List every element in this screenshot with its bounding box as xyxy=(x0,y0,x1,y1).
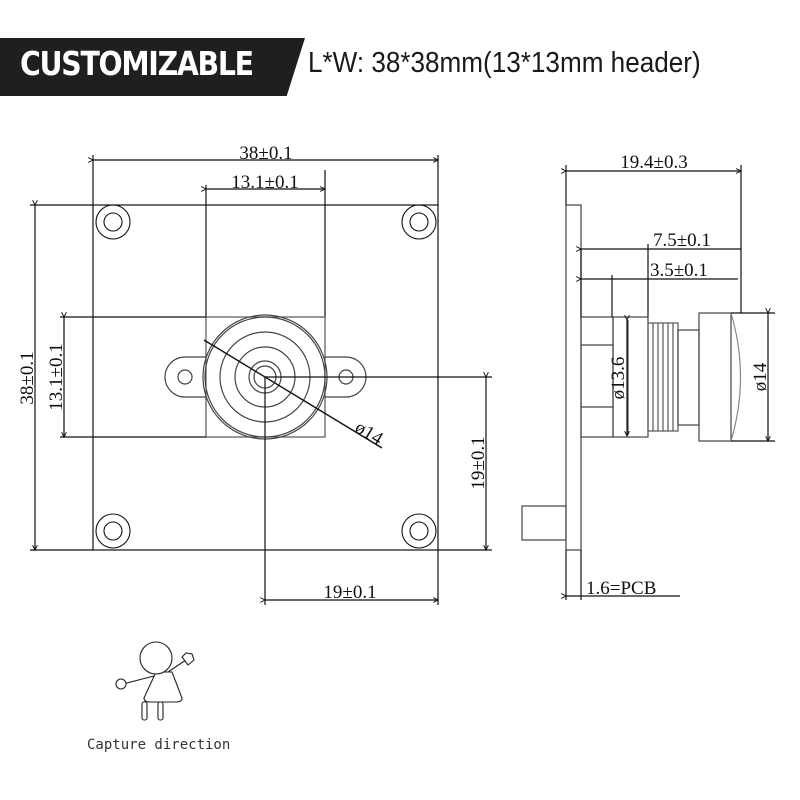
pcb-thickness-dimension: 1.6=PCB xyxy=(586,578,656,599)
capture-direction-caption: Capture direction xyxy=(87,737,230,753)
holder-dimension: 7.5±0.1 xyxy=(653,230,711,251)
person-waving-icon xyxy=(115,641,195,721)
center-y-dimension: 19±0.1 xyxy=(468,436,489,489)
header-width-dimension: 13.1±0.1 xyxy=(231,172,298,193)
customizable-badge xyxy=(0,38,305,96)
center-x-dimension: 19±0.1 xyxy=(323,582,376,603)
thread-diameter-dimension: ø13.6 xyxy=(608,357,629,400)
width-dimension: 38±0.1 xyxy=(239,143,292,164)
front-view xyxy=(30,155,492,605)
base-dimension: 3.5±0.1 xyxy=(650,260,708,281)
mounting-hole-icon xyxy=(95,204,437,549)
badge-label: CUSTOMIZABLE xyxy=(20,44,254,83)
side-view xyxy=(521,165,775,600)
lens-length-diameter-dimension: ø14 xyxy=(750,362,771,391)
total-length-dimension: 19.4±0.3 xyxy=(620,152,687,173)
dimension-spec: L*W: 38*38mm(13*13mm header) xyxy=(308,47,701,79)
height-dimension: 38±0.1 xyxy=(17,351,38,404)
header-height-dimension: 13.1±0.1 xyxy=(46,343,67,410)
lens-thread xyxy=(647,322,679,432)
pcb-side xyxy=(565,204,582,551)
lens-diameter-dimension: ø14 xyxy=(351,417,387,450)
connector xyxy=(521,505,567,541)
